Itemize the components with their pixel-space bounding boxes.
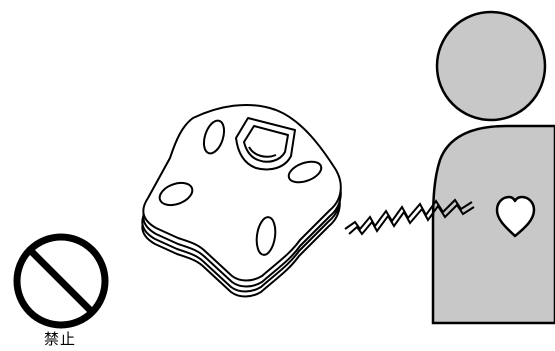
- heart-icon: [495, 195, 536, 238]
- person-head: [435, 10, 547, 122]
- person-icon: [431, 10, 555, 325]
- body-composition-scale-icon: [141, 104, 342, 298]
- prohibition-icon: [13, 233, 109, 329]
- electrode-pad-bottom-left: [158, 181, 194, 207]
- electrode-pad-top-left: [202, 119, 226, 155]
- signal-wave-icon: [344, 198, 475, 236]
- prohibition-label: 禁止: [44, 330, 77, 348]
- electrode-pad-top-right: [287, 160, 323, 184]
- scale-display: [235, 117, 296, 171]
- person-body: [431, 124, 555, 325]
- electrode-pad-bottom-right: [255, 216, 277, 256]
